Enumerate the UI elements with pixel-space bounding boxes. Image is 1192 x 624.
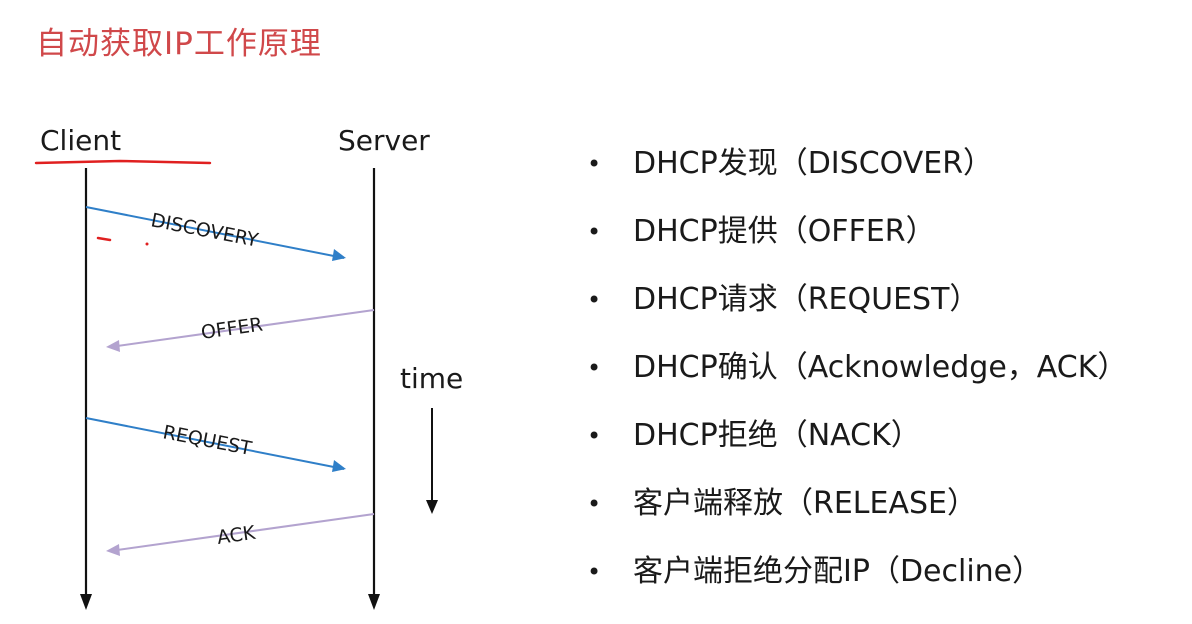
list-item: • DHCP提供（OFFER）: [585, 204, 1127, 272]
list-item: • DHCP发现（DISCOVER）: [585, 136, 1127, 204]
request-label: REQUEST: [161, 421, 254, 460]
offer-arrowhead: [106, 340, 120, 352]
step-label: 客户端拒绝分配IP（Decline）: [633, 554, 1043, 589]
step-label: DHCP请求（REQUEST）: [633, 282, 980, 317]
dhcp-sequence-diagram: Client Server DISCOVERY OFFER REQUEST AC…: [34, 124, 463, 610]
ack-arrow-line: [109, 513, 375, 552]
request-arrow-line: [85, 417, 345, 470]
discovery-arrowhead: [332, 249, 346, 261]
step-label: DHCP发现（DISCOVER）: [633, 146, 994, 181]
client-label: Client: [40, 124, 121, 157]
request-arrowhead: [332, 460, 346, 472]
step-label: DHCP确认（Acknowledge，ACK）: [633, 350, 1128, 385]
list-item: • DHCP确认（Acknowledge，ACK）: [585, 340, 1127, 408]
discovery-arrow-line: [85, 206, 345, 259]
page-title: 自动获取IP工作原理: [36, 26, 322, 62]
bullet-icon: •: [587, 354, 602, 382]
server-lifeline-arrowhead: [368, 594, 380, 610]
red-mark-annotation: [96, 236, 112, 242]
bullet-icon: •: [587, 422, 602, 450]
bullet-icon: •: [587, 150, 602, 178]
time-arrowhead: [426, 500, 438, 514]
step-label: DHCP提供（OFFER）: [633, 214, 936, 249]
list-item: • 客户端拒绝分配IP（Decline）: [585, 544, 1127, 612]
red-dot-annotation: [145, 242, 149, 246]
list-item: • DHCP请求（REQUEST）: [585, 272, 1127, 340]
bullet-icon: •: [587, 490, 602, 518]
server-label: Server: [338, 124, 430, 157]
client-lifeline-arrowhead: [80, 594, 92, 610]
bullet-icon: •: [587, 218, 602, 246]
ack-arrowhead: [106, 544, 120, 556]
discovery-label: DISCOVERY: [149, 209, 260, 251]
list-item: • 客户端释放（RELEASE）: [585, 476, 1127, 544]
bullet-icon: •: [587, 558, 602, 586]
ack-label: ACK: [216, 522, 258, 549]
bullet-icon: •: [587, 286, 602, 314]
offer-label: OFFER: [200, 314, 264, 344]
list-item: • DHCP拒绝（NACK）: [585, 408, 1127, 476]
step-label: DHCP拒绝（NACK）: [633, 418, 921, 453]
dhcp-steps-list: • DHCP发现（DISCOVER） • DHCP提供（OFFER） • DHCP请求…: [585, 136, 1127, 612]
step-label: 客户端释放（RELEASE）: [633, 486, 977, 521]
offer-arrow-line: [109, 309, 375, 348]
client-underline-annotation: [34, 159, 212, 165]
time-label: time: [400, 362, 463, 395]
